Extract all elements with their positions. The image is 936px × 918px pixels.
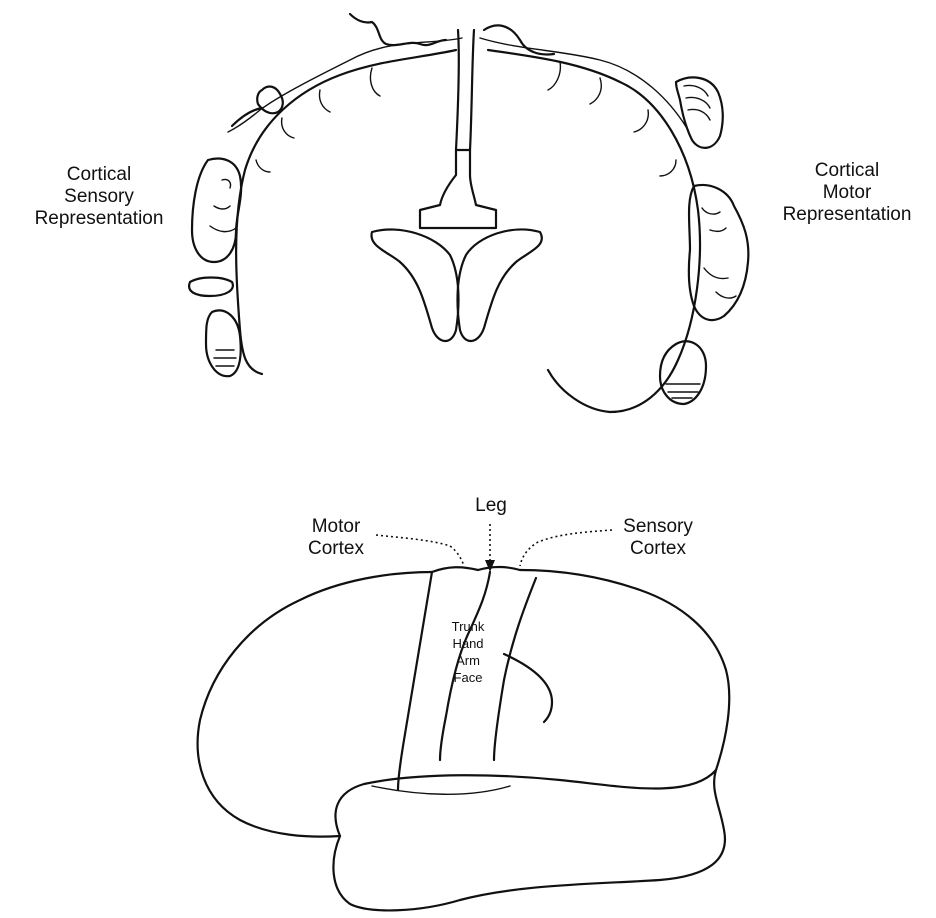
motor-cortex-line-1: Motor <box>296 516 376 538</box>
motor-homunculus <box>484 25 748 404</box>
sensory-face-figure <box>192 159 241 262</box>
sensory-cortex-label: Sensory Cortex <box>610 516 706 560</box>
lateral-brain-view <box>198 524 730 910</box>
left-cortical-band <box>228 38 462 132</box>
cortical-motor-label: Cortical Motor Representation <box>762 160 932 226</box>
brain-top-contour <box>432 567 520 572</box>
lateral-fissure <box>372 786 510 794</box>
sensory-cortex-line-2: Cortex <box>610 538 706 560</box>
sensory-homunculus <box>189 14 446 376</box>
strip-label-face: Face <box>438 669 498 686</box>
cortical-sensory-line-2: Sensory <box>10 186 188 208</box>
temporal-lobe <box>335 770 716 836</box>
right-lateral-ventricle <box>458 229 542 341</box>
strip-label-hand: Hand <box>438 635 498 652</box>
precentral-sulcus <box>398 572 432 790</box>
cortical-sensory-line-1: Cortical <box>10 164 188 186</box>
sensory-lips-figure <box>189 278 233 297</box>
motor-cortex-line-2: Cortex <box>296 538 376 560</box>
cortical-motor-line-1: Cortical <box>762 160 932 182</box>
sensory-toe-figure <box>350 14 446 45</box>
cortical-sensory-label: Cortical Sensory Representation <box>10 164 188 230</box>
cortical-motor-line-2: Motor <box>762 182 932 204</box>
strip-label-trunk: Trunk <box>438 618 498 635</box>
strip-label-arm: Arm <box>438 652 498 669</box>
third-ventricle <box>420 150 496 228</box>
right-hemisphere-outline <box>488 50 700 412</box>
motor-face-details <box>702 208 736 298</box>
sensory-cortex-line-1: Sensory <box>610 516 706 538</box>
sensory-hand-figure <box>232 87 283 126</box>
motor-cortex-label: Motor Cortex <box>296 516 376 560</box>
sensory-tongue-stripes <box>214 350 236 366</box>
motor-cortex-pointer <box>376 535 464 566</box>
parietal-curve <box>504 654 552 722</box>
cortical-motor-line-3: Representation <box>762 204 932 226</box>
coronal-brain-section <box>228 30 700 412</box>
left-lateral-ventricle <box>371 229 458 341</box>
sensory-cortex-pointer <box>520 530 612 566</box>
motor-fingers <box>684 85 710 120</box>
leg-label: Leg <box>466 495 516 517</box>
cortical-sensory-line-3: Representation <box>10 208 188 230</box>
strip-labels: Trunk Hand Arm Face <box>438 618 498 686</box>
motor-tongue-stripes <box>666 384 700 398</box>
right-cortical-band <box>480 38 688 130</box>
leg-arrow-head <box>485 560 495 572</box>
sensory-eye-icon <box>210 179 236 231</box>
longitudinal-fissure <box>456 30 474 150</box>
left-hemisphere-outline <box>236 50 456 374</box>
